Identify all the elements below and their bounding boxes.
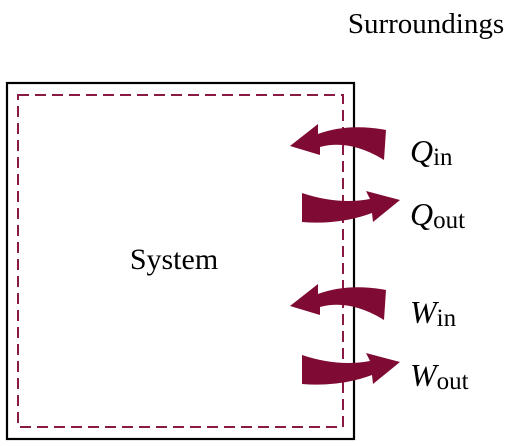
q-out-label: Qout [410,196,465,234]
q-out-subscript: out [433,207,465,234]
system-box [5,81,356,441]
system-boundary-dashed [17,94,344,428]
q-in-arrow [290,124,386,160]
energy-flow-arrows [290,124,400,385]
q-in-label: Qin [410,133,453,171]
w-in-label: Win [410,294,457,332]
q-in-symbol: Q [410,133,433,169]
w-out-symbol: W [410,357,440,393]
w-out-label: Wout [410,357,469,395]
q-in-subscript: in [433,144,453,171]
q-out-arrow [302,191,400,223]
w-in-symbol: W [410,294,440,330]
w-in-arrow [290,284,386,320]
q-out-symbol: Q [410,196,433,232]
surroundings-label: Surroundings [348,8,504,40]
w-out-arrow [302,353,400,385]
w-in-subscript: in [437,305,457,332]
system-label: System [130,243,218,276]
w-out-subscript: out [437,368,469,395]
